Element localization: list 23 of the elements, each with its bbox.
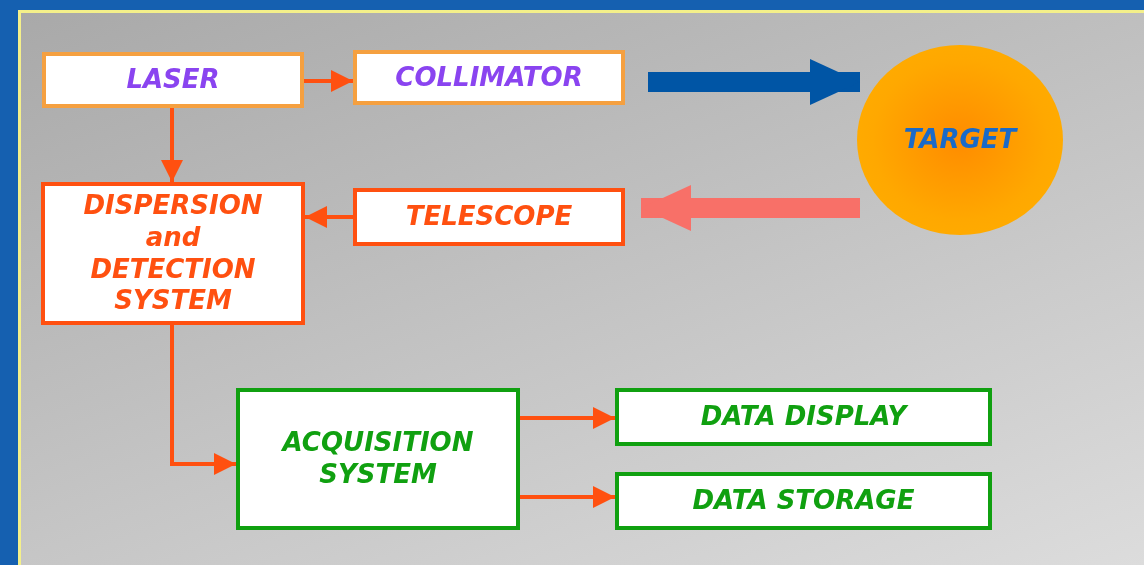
process-box (615, 472, 992, 530)
process-box (353, 188, 625, 246)
node-label: COLLIMATOR (395, 61, 583, 94)
arrow (305, 206, 353, 228)
node-label: LASER (126, 64, 220, 96)
node-label: TARGET (903, 124, 1017, 156)
node-label: ACQUISITION SYSTEM (280, 427, 475, 491)
process-box (353, 50, 625, 105)
process-box (42, 52, 304, 108)
arrow (520, 486, 615, 508)
process-box (41, 182, 305, 325)
arrow (170, 325, 236, 475)
node-label: DATA DISPLAY (700, 401, 907, 433)
node-label: DISPERSION and DETECTION SYSTEM (82, 190, 264, 317)
process-box (615, 388, 992, 446)
arrow (161, 108, 183, 182)
arrow (304, 70, 353, 92)
arrow (520, 407, 615, 429)
block-arrow (641, 185, 860, 231)
node-label: TELESCOPE (405, 201, 573, 233)
block-arrow (648, 59, 860, 105)
node-label: DATA STORAGE (692, 485, 915, 517)
process-box (236, 388, 520, 530)
